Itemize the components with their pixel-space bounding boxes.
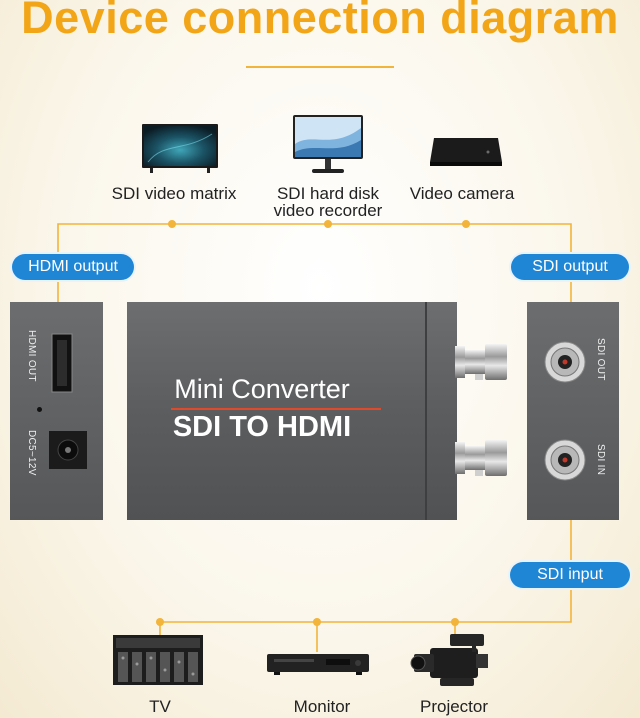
power-jack-icon <box>49 431 87 469</box>
converter-name: Mini Converter <box>174 374 350 404</box>
tv-icon <box>142 124 218 173</box>
junction-dot <box>156 618 164 626</box>
device-monitor <box>266 652 370 676</box>
settop-box-icon <box>430 138 502 166</box>
converter-side-edge <box>425 302 427 520</box>
top-device-label-1: SDI video matrix <box>111 184 237 203</box>
junction-dot <box>313 618 321 626</box>
monitor-icon <box>293 115 363 173</box>
device-tv <box>112 634 204 686</box>
sdi-in-label: SDI IN <box>595 444 606 476</box>
sdi-out-label: SDI OUT <box>595 338 606 381</box>
device-sdi-hdd-recorder <box>292 114 364 176</box>
device-video-camera <box>428 134 504 170</box>
bnc-connector-bottom-icon <box>455 440 507 476</box>
converter-model: SDI TO HDMI <box>172 411 352 443</box>
device-sdi-video-matrix <box>140 122 220 174</box>
dvd-player-icon <box>267 654 369 675</box>
top-device-label-3: Video camera <box>409 184 515 203</box>
hdmi-output-pill: HDMI output <box>12 254 134 280</box>
junction-dot <box>451 618 459 626</box>
top-device-label-2: SDI hard disk video recorder <box>273 184 383 220</box>
junction-dot <box>324 220 332 228</box>
diagram-title: Device connection diagram <box>21 0 619 43</box>
bnc-connector-top-icon <box>455 344 507 380</box>
device-projector <box>410 630 494 690</box>
title-underline <box>246 66 394 68</box>
left-end-panel: HDMI OUT DC5~12V <box>10 302 103 520</box>
bottom-device-label-3: Projector <box>419 697 489 716</box>
equipment-rack-icon <box>113 635 203 685</box>
sdi-input-pill: SDI input <box>510 562 630 588</box>
bottom-device-label-1: TV <box>149 697 171 716</box>
power-port-label: DC5~12V <box>26 430 37 476</box>
junction-dot <box>168 220 176 228</box>
sdi-in-bnc-icon <box>544 439 586 481</box>
junction-dot <box>462 220 470 228</box>
bottom-device-label-2: Monitor <box>293 697 351 716</box>
hdmi-out-label: HDMI OUT <box>26 330 37 382</box>
converter-red-rule <box>171 408 381 410</box>
converter-body: Mini Converter SDI TO HDMI <box>127 302 457 520</box>
sdi-output-pill: SDI output <box>511 254 629 280</box>
sdi-out-bnc-icon <box>544 341 586 383</box>
right-end-panel: SDI OUT SDI IN <box>527 302 619 520</box>
camcorder-icon <box>410 634 488 686</box>
led-indicator <box>37 407 42 412</box>
hdmi-port-icon <box>51 333 73 393</box>
